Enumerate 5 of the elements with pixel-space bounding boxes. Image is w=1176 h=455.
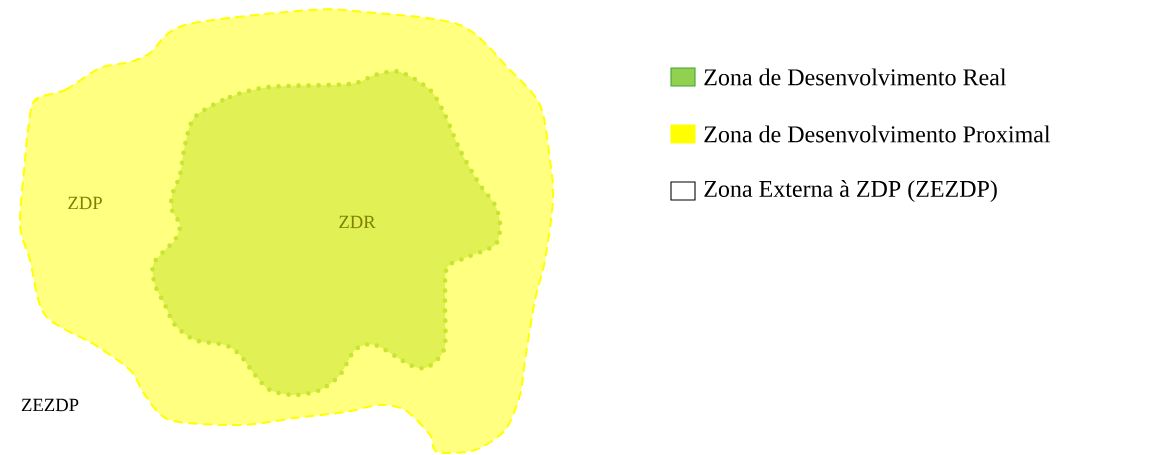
inner-zone-blob: ZDR: [150, 69, 503, 398]
legend-text: Zona de Desenvolvimento Proximal: [704, 125, 1051, 143]
zone-label: ZEZDP: [21, 398, 79, 412]
legend-text: Zona de Desenvolvimento Real: [704, 68, 1007, 86]
legend-text: Zona Externa à ZDP (ZEZDP): [704, 180, 997, 202]
